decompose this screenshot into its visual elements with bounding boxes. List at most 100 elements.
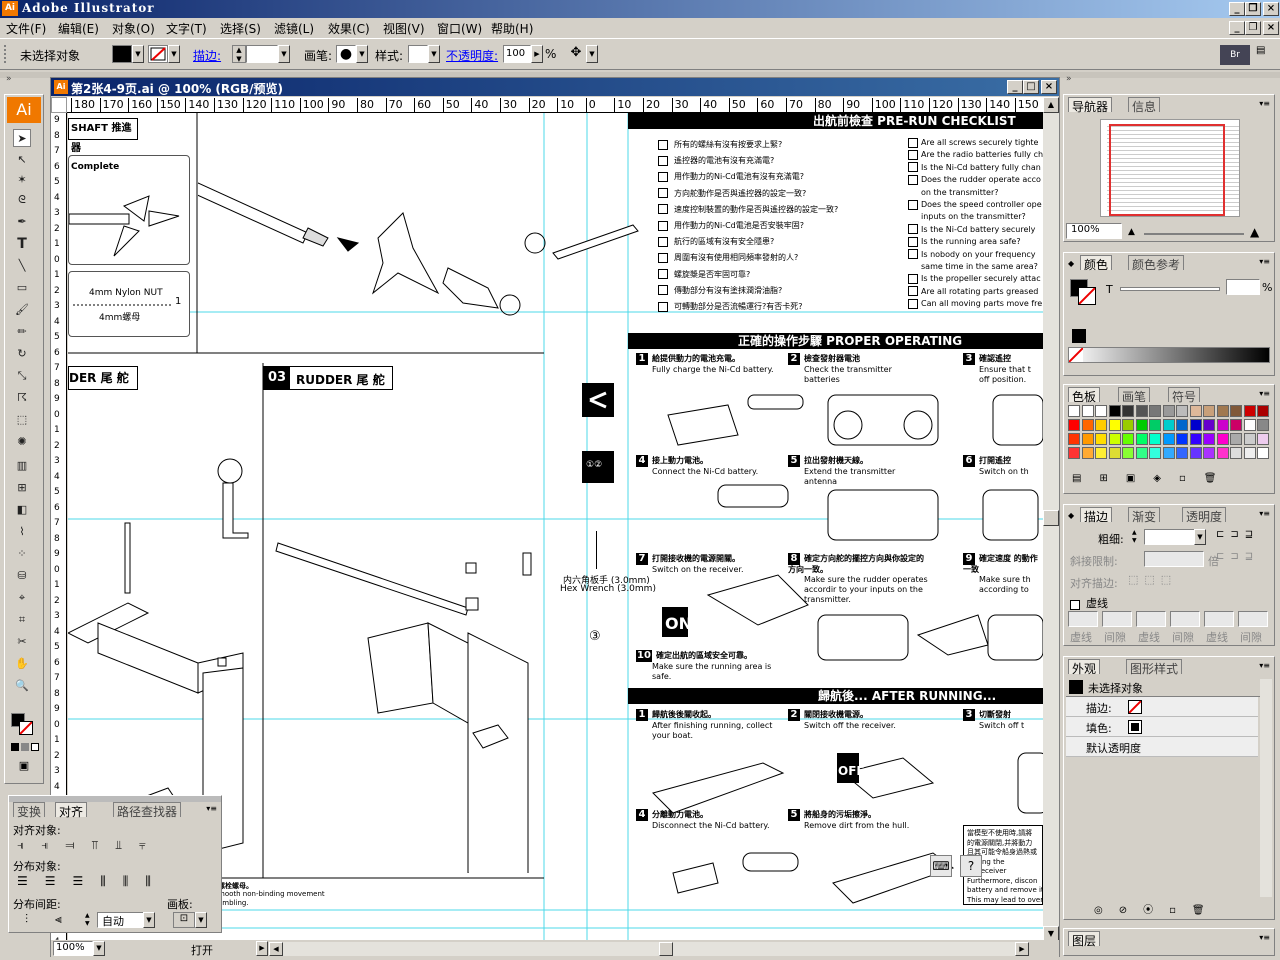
menu-effect[interactable]: 效果(C) bbox=[328, 22, 370, 36]
weight-dropdown-icon[interactable]: ▼ bbox=[1194, 529, 1206, 545]
swatch-grid[interactable] bbox=[1068, 405, 1272, 467]
doc-close-icon[interactable]: × bbox=[1263, 21, 1279, 35]
navigator-thumbnail[interactable] bbox=[1100, 119, 1240, 217]
selection-tool-icon[interactable]: ➤ bbox=[13, 129, 31, 147]
menu-select[interactable]: 选择(S) bbox=[220, 22, 261, 36]
isolate-icon[interactable]: ✥ bbox=[570, 45, 582, 60]
menu-type[interactable]: 文字(T) bbox=[166, 22, 207, 36]
color-swatch[interactable] bbox=[1203, 447, 1215, 459]
opacity-link[interactable]: 不透明度: bbox=[446, 49, 499, 63]
color-mode-icon[interactable] bbox=[11, 743, 19, 751]
color-swatch[interactable] bbox=[1068, 419, 1080, 431]
color-swatch[interactable] bbox=[1149, 405, 1161, 417]
vertical-scrollbar[interactable]: ▲ ▼ bbox=[1043, 97, 1059, 943]
gradient-tool-icon[interactable]: ◧ bbox=[16, 503, 28, 516]
dash-input[interactable] bbox=[1204, 611, 1234, 627]
stroke-menu-icon[interactable]: ▾≡ bbox=[1259, 509, 1270, 518]
gradient-mode-icon[interactable] bbox=[21, 743, 29, 751]
color-swatch[interactable] bbox=[1176, 447, 1188, 459]
cap-buttons[interactable]: ⊏⊐⊒ bbox=[1216, 529, 1260, 540]
distribute-buttons[interactable]: ☰☰☰⫼⫼⫼ bbox=[17, 874, 168, 888]
color-swatch[interactable] bbox=[1230, 433, 1242, 445]
free-transform-tool-icon[interactable]: ⬚ bbox=[16, 413, 28, 426]
live-paint-select-tool-icon[interactable]: ⌖ bbox=[18, 591, 26, 604]
color-swatch[interactable] bbox=[1149, 447, 1161, 459]
live-paint-tool-icon[interactable]: ⛁ bbox=[17, 569, 27, 582]
ruler-origin[interactable] bbox=[51, 97, 67, 113]
menu-object[interactable]: 对象(O) bbox=[112, 22, 155, 36]
color-swatch[interactable] bbox=[1216, 433, 1229, 445]
menu-help[interactable]: 帮助(H) bbox=[491, 22, 534, 36]
doc-window-minimize-icon[interactable]: _ bbox=[1007, 80, 1023, 94]
align-stroke-buttons[interactable]: ⬚⬚⬚ bbox=[1128, 573, 1178, 586]
fill-color-swatch[interactable] bbox=[112, 45, 132, 63]
color-swatch[interactable] bbox=[1108, 433, 1121, 445]
appearance-stroke-row[interactable]: 描边: bbox=[1066, 697, 1258, 717]
stroke-color-swatch[interactable] bbox=[148, 45, 168, 63]
horizontal-scrollbar[interactable]: ◀ ▶ bbox=[269, 942, 1029, 956]
scissors-tool-icon[interactable]: ✂ bbox=[17, 635, 27, 648]
tab-color[interactable]: 颜色 bbox=[1080, 255, 1113, 272]
layers-menu-icon[interactable]: ▾≡ bbox=[1259, 933, 1270, 942]
color-swatch[interactable] bbox=[1189, 419, 1202, 431]
magic-wand-tool-icon[interactable]: ✶ bbox=[17, 173, 27, 186]
mesh-tool-icon[interactable]: ⊞ bbox=[17, 481, 27, 494]
spacing-dropdown-icon[interactable]: ▼ bbox=[143, 912, 155, 928]
symbol-sprayer-tool-icon[interactable]: ✺ bbox=[17, 435, 27, 448]
none-mode-icon[interactable] bbox=[31, 743, 39, 751]
stroke-stepper[interactable]: ▲▼ bbox=[232, 45, 246, 63]
dashed-checkbox[interactable] bbox=[1070, 597, 1080, 611]
zoom-tool-icon[interactable]: 🔍 bbox=[15, 679, 29, 692]
tab-color-guide[interactable]: 颜色参考 bbox=[1128, 255, 1185, 272]
navigator-view-box[interactable] bbox=[1109, 124, 1225, 216]
last-color-icon[interactable] bbox=[1072, 329, 1086, 343]
color-swatch[interactable] bbox=[1108, 405, 1121, 417]
color-swatch[interactable] bbox=[1068, 405, 1080, 417]
navigator-zoom-slider[interactable] bbox=[1144, 233, 1244, 235]
direct-selection-tool-icon[interactable]: ↖ bbox=[17, 153, 27, 166]
doc-restore-icon[interactable]: ❐ bbox=[1245, 21, 1261, 35]
tab-graphic-styles[interactable]: 图形样式 bbox=[1126, 659, 1183, 676]
color-swatch[interactable] bbox=[1081, 433, 1094, 445]
color-swatch[interactable] bbox=[1135, 419, 1148, 431]
tint-input[interactable] bbox=[1226, 279, 1260, 295]
zoom-out-icon[interactable]: ▲ bbox=[1128, 227, 1135, 237]
tools-collapse-icon[interactable]: » bbox=[6, 74, 12, 84]
color-swatch[interactable] bbox=[1216, 405, 1229, 417]
color-swatch[interactable] bbox=[1068, 447, 1080, 459]
fill-dropdown-icon[interactable]: ▼ bbox=[132, 45, 144, 63]
color-swatch[interactable] bbox=[1108, 419, 1121, 431]
color-swatch[interactable] bbox=[1095, 433, 1107, 445]
stroke-dropdown-icon[interactable]: ▼ bbox=[168, 45, 180, 63]
close-icon[interactable]: × bbox=[1263, 2, 1279, 16]
color-swatch[interactable] bbox=[1149, 433, 1161, 445]
bridge-button[interactable]: Br bbox=[1220, 45, 1250, 65]
color-swatch[interactable] bbox=[1095, 447, 1107, 459]
doc-window-close-icon[interactable]: × bbox=[1041, 80, 1057, 94]
color-swatch[interactable] bbox=[1176, 405, 1188, 417]
opacity-dropdown-icon[interactable]: ▶ bbox=[531, 45, 543, 63]
tab-pathfinder[interactable]: 路径查找器 bbox=[113, 802, 182, 819]
dash-input[interactable] bbox=[1170, 611, 1200, 627]
color-swatch[interactable] bbox=[1095, 405, 1107, 417]
dash-input[interactable] bbox=[1238, 611, 1268, 627]
align-panel-grip[interactable] bbox=[9, 796, 221, 802]
keyboard-icon[interactable]: ⌨ bbox=[930, 855, 952, 877]
scale-tool-icon[interactable]: ⤡ bbox=[17, 369, 27, 382]
opacity-input[interactable]: 100 bbox=[503, 45, 531, 63]
stroke-box[interactable] bbox=[19, 721, 33, 735]
color-swatch[interactable] bbox=[1122, 447, 1134, 459]
tab-swatches[interactable]: 色板 bbox=[1068, 387, 1101, 404]
color-swatch[interactable] bbox=[1189, 433, 1202, 445]
align-buttons[interactable]: ⫣⫣⫤⫪⫫⫧ bbox=[17, 838, 163, 852]
stroke-weight-link[interactable]: 描边: bbox=[193, 49, 222, 63]
crop-area-tool-icon[interactable]: ⌗ bbox=[18, 613, 26, 626]
scroll-left-icon[interactable]: ◀ bbox=[269, 942, 283, 956]
zoom-in-icon[interactable]: ▲ bbox=[1250, 225, 1260, 239]
appearance-stroke-swatch[interactable] bbox=[1128, 700, 1142, 714]
tab-transform[interactable]: 变换 bbox=[13, 802, 46, 819]
help-icon[interactable]: ? bbox=[960, 855, 982, 877]
color-swatch[interactable] bbox=[1203, 433, 1215, 445]
